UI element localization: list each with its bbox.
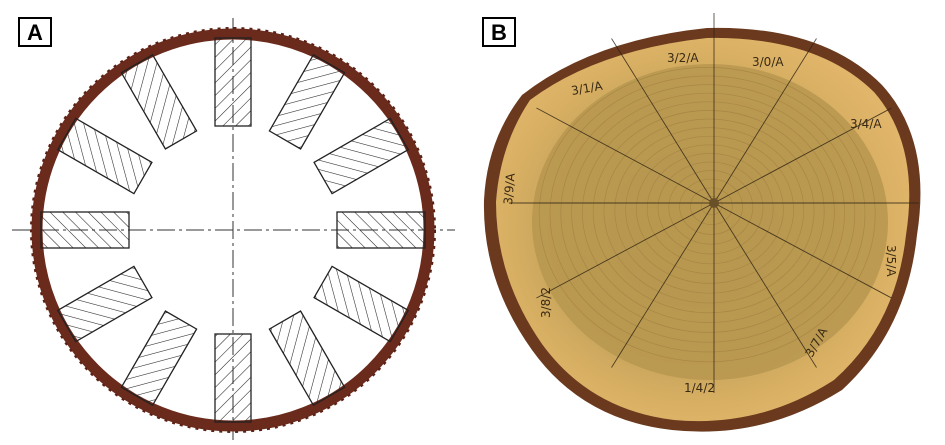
panel-a: A	[0, 0, 460, 445]
radial-pencil-line	[713, 202, 817, 368]
growth-ring	[679, 178, 743, 235]
sampling-scheme-diagram	[12, 18, 455, 440]
growth-ring	[625, 135, 794, 284]
sample-mark: 3/4/A	[850, 117, 882, 131]
growth-ring	[636, 144, 784, 274]
sample-mark: 3/9/A	[501, 172, 518, 205]
specimen-block	[214, 37, 252, 127]
specimen-block	[56, 117, 153, 195]
bark-ring	[31, 28, 435, 432]
growth-ring	[614, 127, 805, 294]
specimen-block	[313, 265, 410, 343]
pith	[709, 198, 719, 208]
radial-pencil-line	[713, 107, 892, 204]
radial-pencil-line	[611, 202, 715, 368]
bark-ring-edge	[30, 27, 436, 433]
radial-pencil-line	[611, 38, 715, 204]
specimen-block	[120, 310, 198, 407]
growth-ring	[560, 84, 856, 343]
specimen-block	[56, 265, 153, 343]
growth-ring	[582, 101, 835, 323]
sample-mark: 3/5/A	[884, 245, 898, 277]
growth-ring	[538, 67, 876, 363]
heartwood	[532, 64, 888, 380]
panel-b-label: B	[482, 17, 516, 47]
sample-mark: 3/0/A	[752, 55, 784, 69]
specimen-block	[336, 211, 426, 249]
growth-ring	[549, 75, 866, 353]
specimen-block	[120, 53, 198, 150]
radial-pencil-line	[536, 202, 715, 299]
growth-ring	[571, 92, 845, 333]
sample-mark: 3/8/2	[539, 287, 553, 318]
wood-disc-photo: 3/2/A 3/0/A 3/1/A 3/4/A 3/9/A 3/5/A 3/8/2 1/4/2…	[483, 13, 921, 432]
specimen-block	[268, 310, 346, 407]
growth-ring	[646, 153, 774, 265]
specimen-block	[313, 117, 410, 195]
growth-ring	[592, 110, 825, 314]
sample-mark: 1/4/2	[684, 381, 715, 395]
growth-ring	[668, 170, 754, 245]
growth-ring	[700, 196, 723, 216]
sample-mark: 3/1/A	[570, 79, 604, 98]
growth-ring	[657, 161, 764, 255]
specimen-block	[214, 333, 252, 423]
growth-ring	[603, 118, 815, 304]
specimen-block	[268, 53, 346, 150]
radial-pencil-line	[536, 107, 715, 204]
radial-pencil-line	[713, 202, 892, 299]
sample-mark: 3/2/A	[667, 51, 699, 65]
growth-ring	[690, 187, 733, 225]
radial-pencil-line	[713, 38, 817, 204]
panel-b: 3/2/A 3/0/A 3/1/A 3/4/A 3/9/A 3/5/A 3/8/2 1/4/2…	[462, 0, 945, 445]
panel-a-label: A	[18, 17, 52, 47]
specimen-block	[40, 211, 130, 249]
